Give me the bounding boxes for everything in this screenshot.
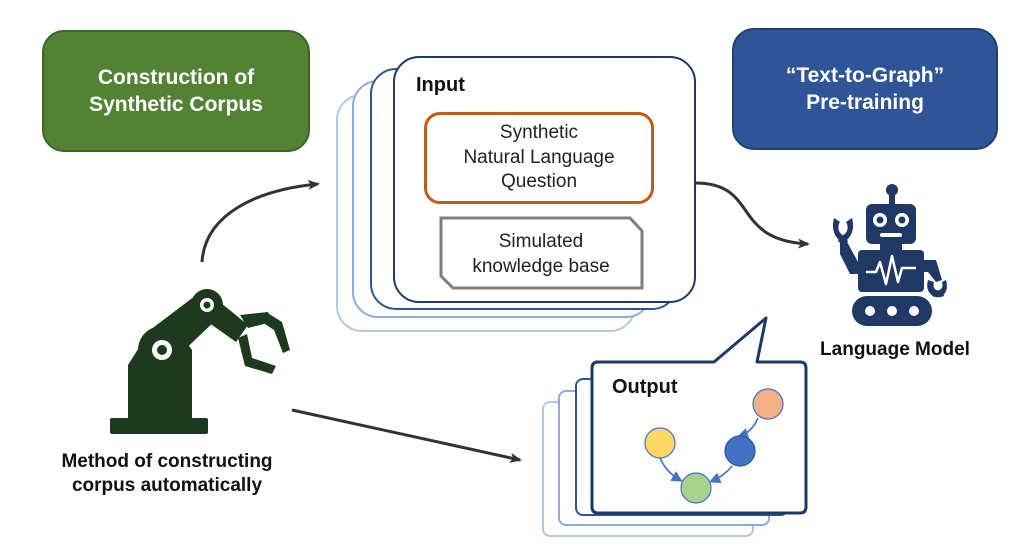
graph-node-green bbox=[680, 472, 712, 504]
graph-node-yellow bbox=[644, 427, 676, 459]
arrow-to-output bbox=[291, 408, 522, 463]
output-title: Output bbox=[612, 376, 678, 398]
graph-node-orange bbox=[752, 388, 784, 420]
graph-edge bbox=[659, 457, 683, 482]
construction-of-synthetic-corpus-box: Construction of Synthetic Corpus bbox=[42, 30, 310, 152]
simulated-kb-text: Simulated knowledge base bbox=[472, 231, 610, 278]
input-title: Input bbox=[416, 74, 465, 96]
graph-edge bbox=[709, 465, 733, 484]
synthetic-question-box: Synthetic Natural Language Question bbox=[424, 112, 654, 204]
robot-arm-label: Method of constructing corpus automatica… bbox=[61, 451, 273, 496]
text-to-graph-pretraining-box: “Text-to-Graph” Pre-training bbox=[732, 28, 998, 150]
arrow-to-input bbox=[200, 179, 320, 263]
graph-node-blue bbox=[724, 435, 756, 467]
graph-edge bbox=[736, 417, 759, 439]
arrow-to-language-model bbox=[694, 181, 810, 249]
language-model-label: Language Model bbox=[820, 339, 970, 360]
